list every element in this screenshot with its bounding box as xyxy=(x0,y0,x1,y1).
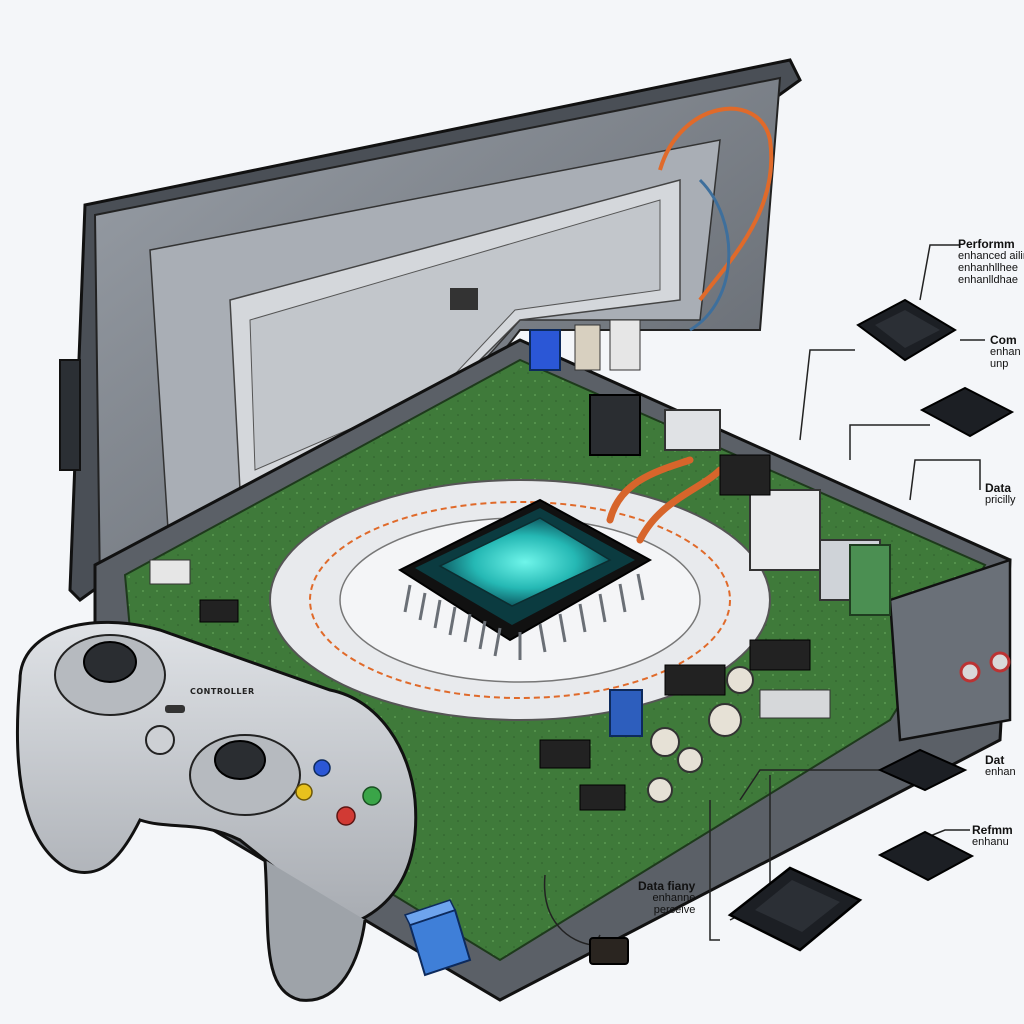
chip-e xyxy=(727,866,863,952)
callout-data-mid: Dat enhan xyxy=(985,753,1016,778)
loose-chips xyxy=(589,298,1015,965)
heat-pipes xyxy=(606,456,724,544)
chip-b xyxy=(919,386,1015,438)
callout-data-bottom: Data fiany enhanne perceive xyxy=(638,879,696,916)
chip-a xyxy=(856,298,957,362)
chip-f xyxy=(589,937,629,965)
console-lid xyxy=(59,58,802,602)
callout-compute: Com enhan unp xyxy=(990,333,1021,370)
pcb-components xyxy=(149,319,891,811)
game-controller: CONTROLLER xyxy=(16,620,418,1002)
callout-reference: Refmm enhanu xyxy=(972,823,1013,848)
callout-performance: Performm enhanced ailinanioe enhanhllhee… xyxy=(958,237,1024,286)
chip-d xyxy=(877,830,975,882)
main-processor xyxy=(397,498,653,660)
controller-logo: CONTROLLER xyxy=(190,687,255,696)
callout-data-top: Data pricilly xyxy=(985,481,1016,506)
chip-c xyxy=(877,748,968,792)
memory-cube xyxy=(403,899,472,977)
